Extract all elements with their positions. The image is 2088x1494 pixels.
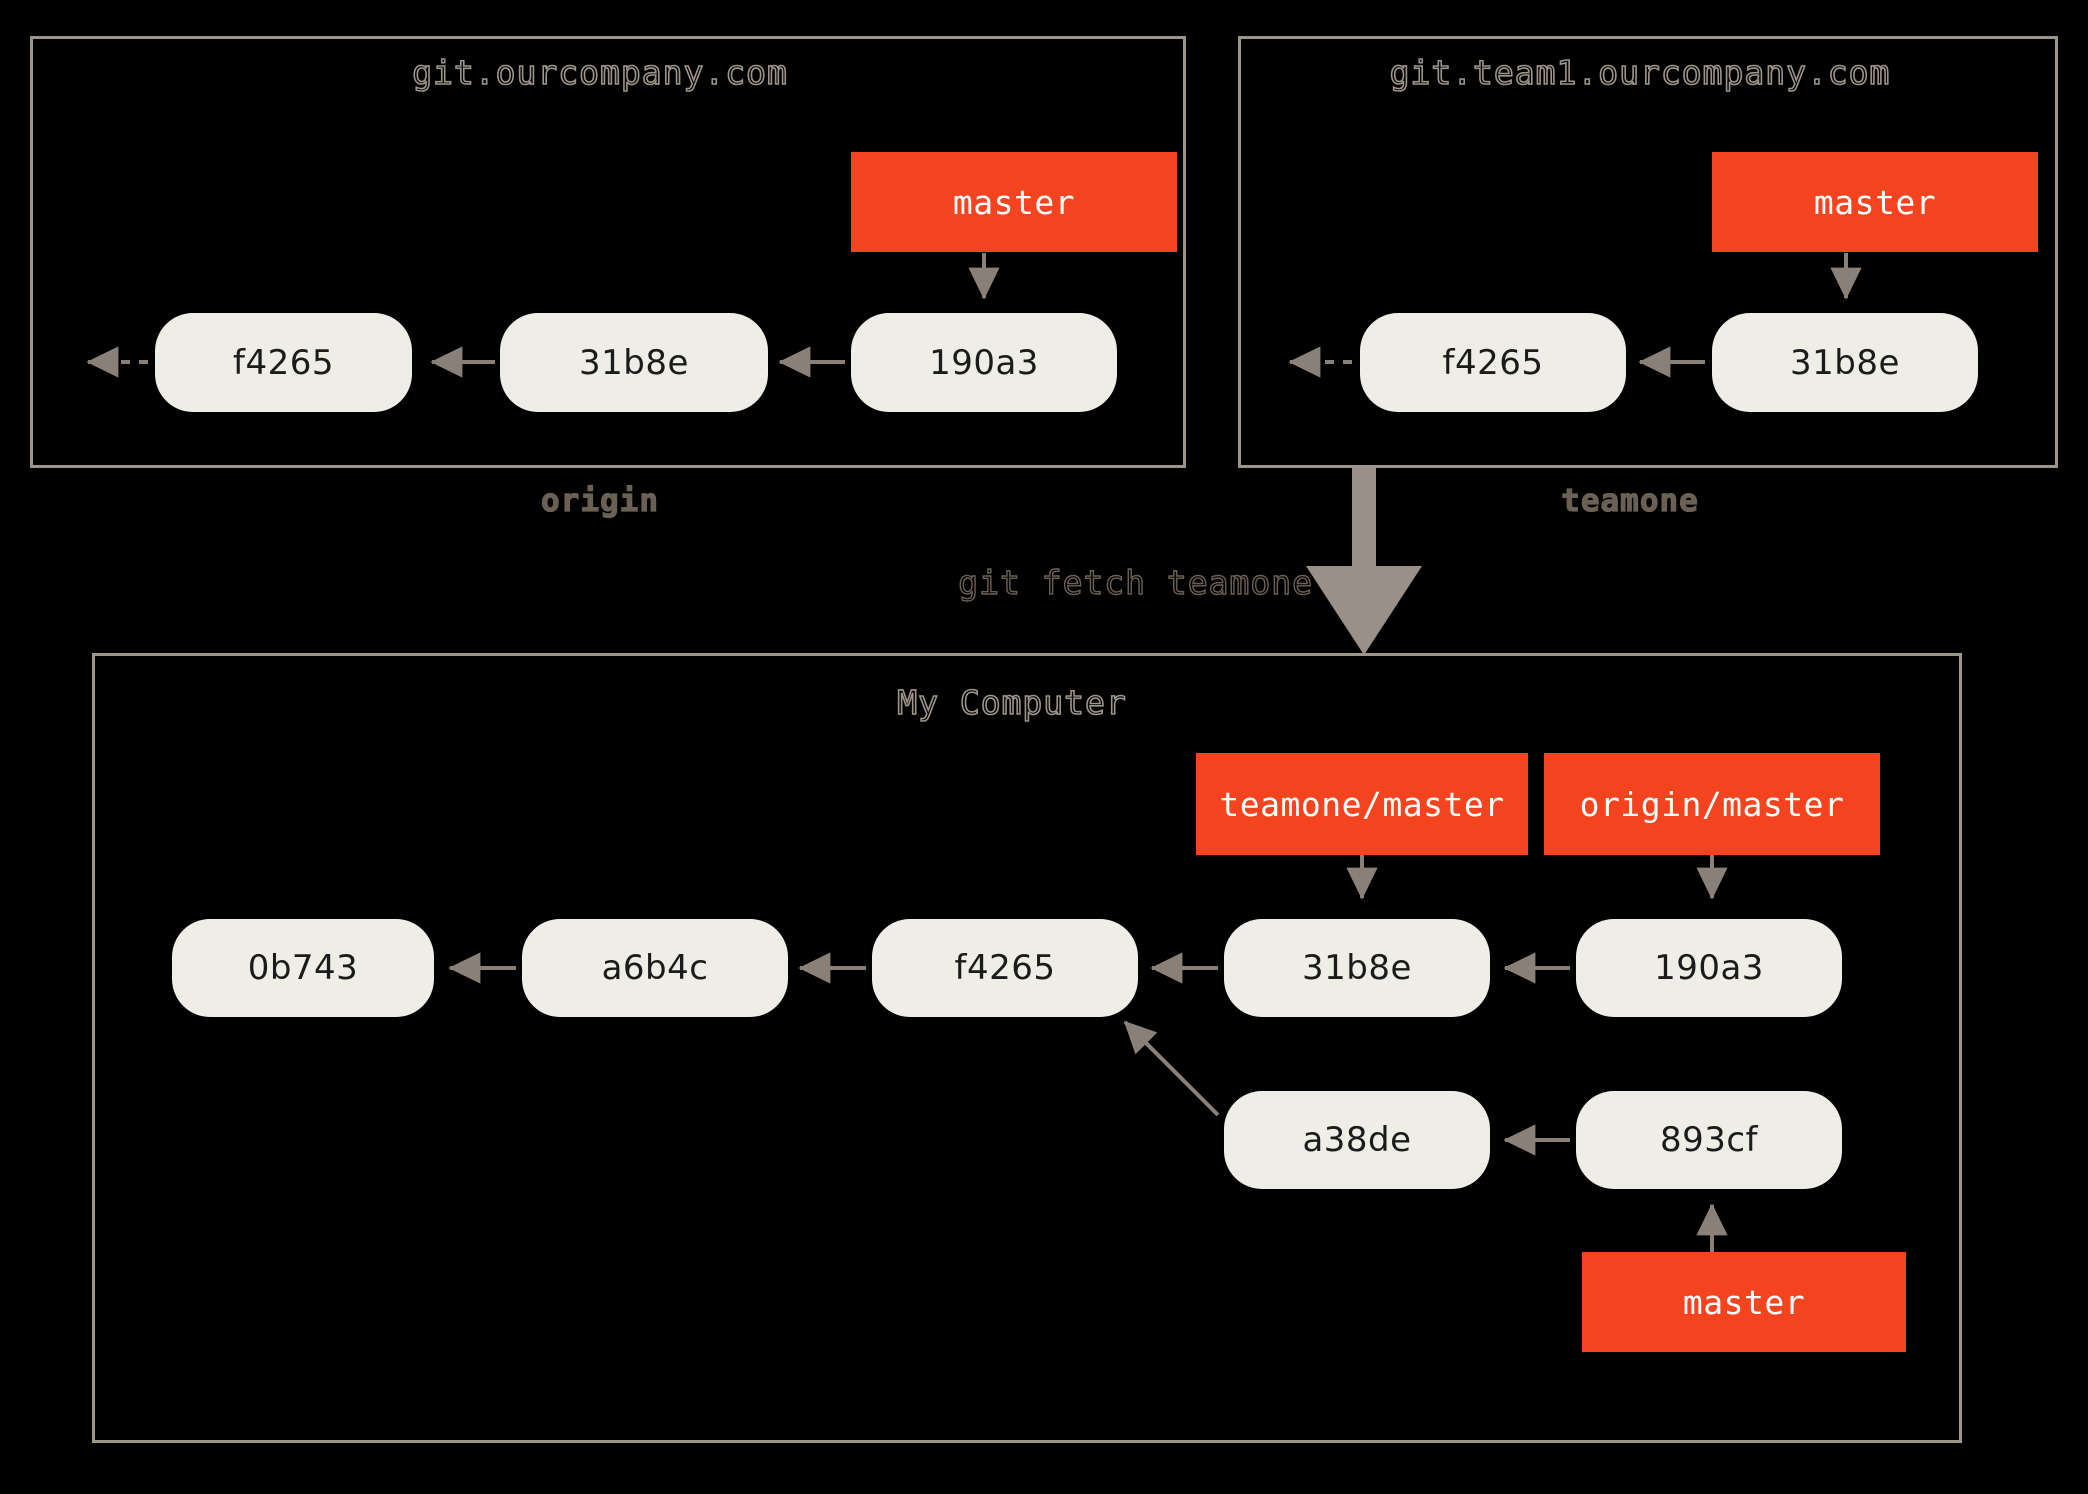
- commit-teamone-31b8e[interactable]: 31b8e: [1712, 313, 1978, 412]
- commit-origin-f4265[interactable]: f4265: [155, 313, 412, 412]
- branch-local-master[interactable]: master: [1582, 1252, 1906, 1352]
- commit-origin-31b8e[interactable]: 31b8e: [500, 313, 768, 412]
- commit-local-f4265[interactable]: f4265: [872, 919, 1138, 1017]
- fetch-command-label: git fetch teamone: [958, 562, 1313, 602]
- branch-local-origin-master[interactable]: origin/master: [1544, 753, 1880, 855]
- panel-origin-title: git.ourcompany.com: [411, 52, 788, 93]
- commit-local-31b8e[interactable]: 31b8e: [1224, 919, 1490, 1017]
- commit-local-a6b4c[interactable]: a6b4c: [522, 919, 788, 1017]
- commit-local-190a3[interactable]: 190a3: [1576, 919, 1842, 1017]
- panel-local: [92, 653, 1962, 1443]
- panel-teamone-caption: teamone: [1561, 482, 1699, 519]
- commit-teamone-f4265[interactable]: f4265: [1360, 313, 1626, 412]
- panel-origin-caption: origin: [540, 482, 659, 519]
- panel-teamone: [1238, 36, 2058, 468]
- branch-teamone-master[interactable]: master: [1712, 152, 2038, 252]
- panel-local-title: My Computer: [896, 682, 1127, 723]
- panel-teamone-title: git.team1.ourcompany.com: [1389, 52, 1891, 93]
- commit-origin-190a3[interactable]: 190a3: [851, 313, 1117, 412]
- fetch-arrow: [1306, 468, 1422, 655]
- commit-local-893cf[interactable]: 893cf: [1576, 1091, 1842, 1189]
- branch-local-teamone-master[interactable]: teamone/master: [1196, 753, 1528, 855]
- branch-origin-master[interactable]: master: [851, 152, 1177, 252]
- commit-local-a38de[interactable]: a38de: [1224, 1091, 1490, 1189]
- panel-origin: [30, 36, 1186, 468]
- commit-local-0b743[interactable]: 0b743: [172, 919, 434, 1017]
